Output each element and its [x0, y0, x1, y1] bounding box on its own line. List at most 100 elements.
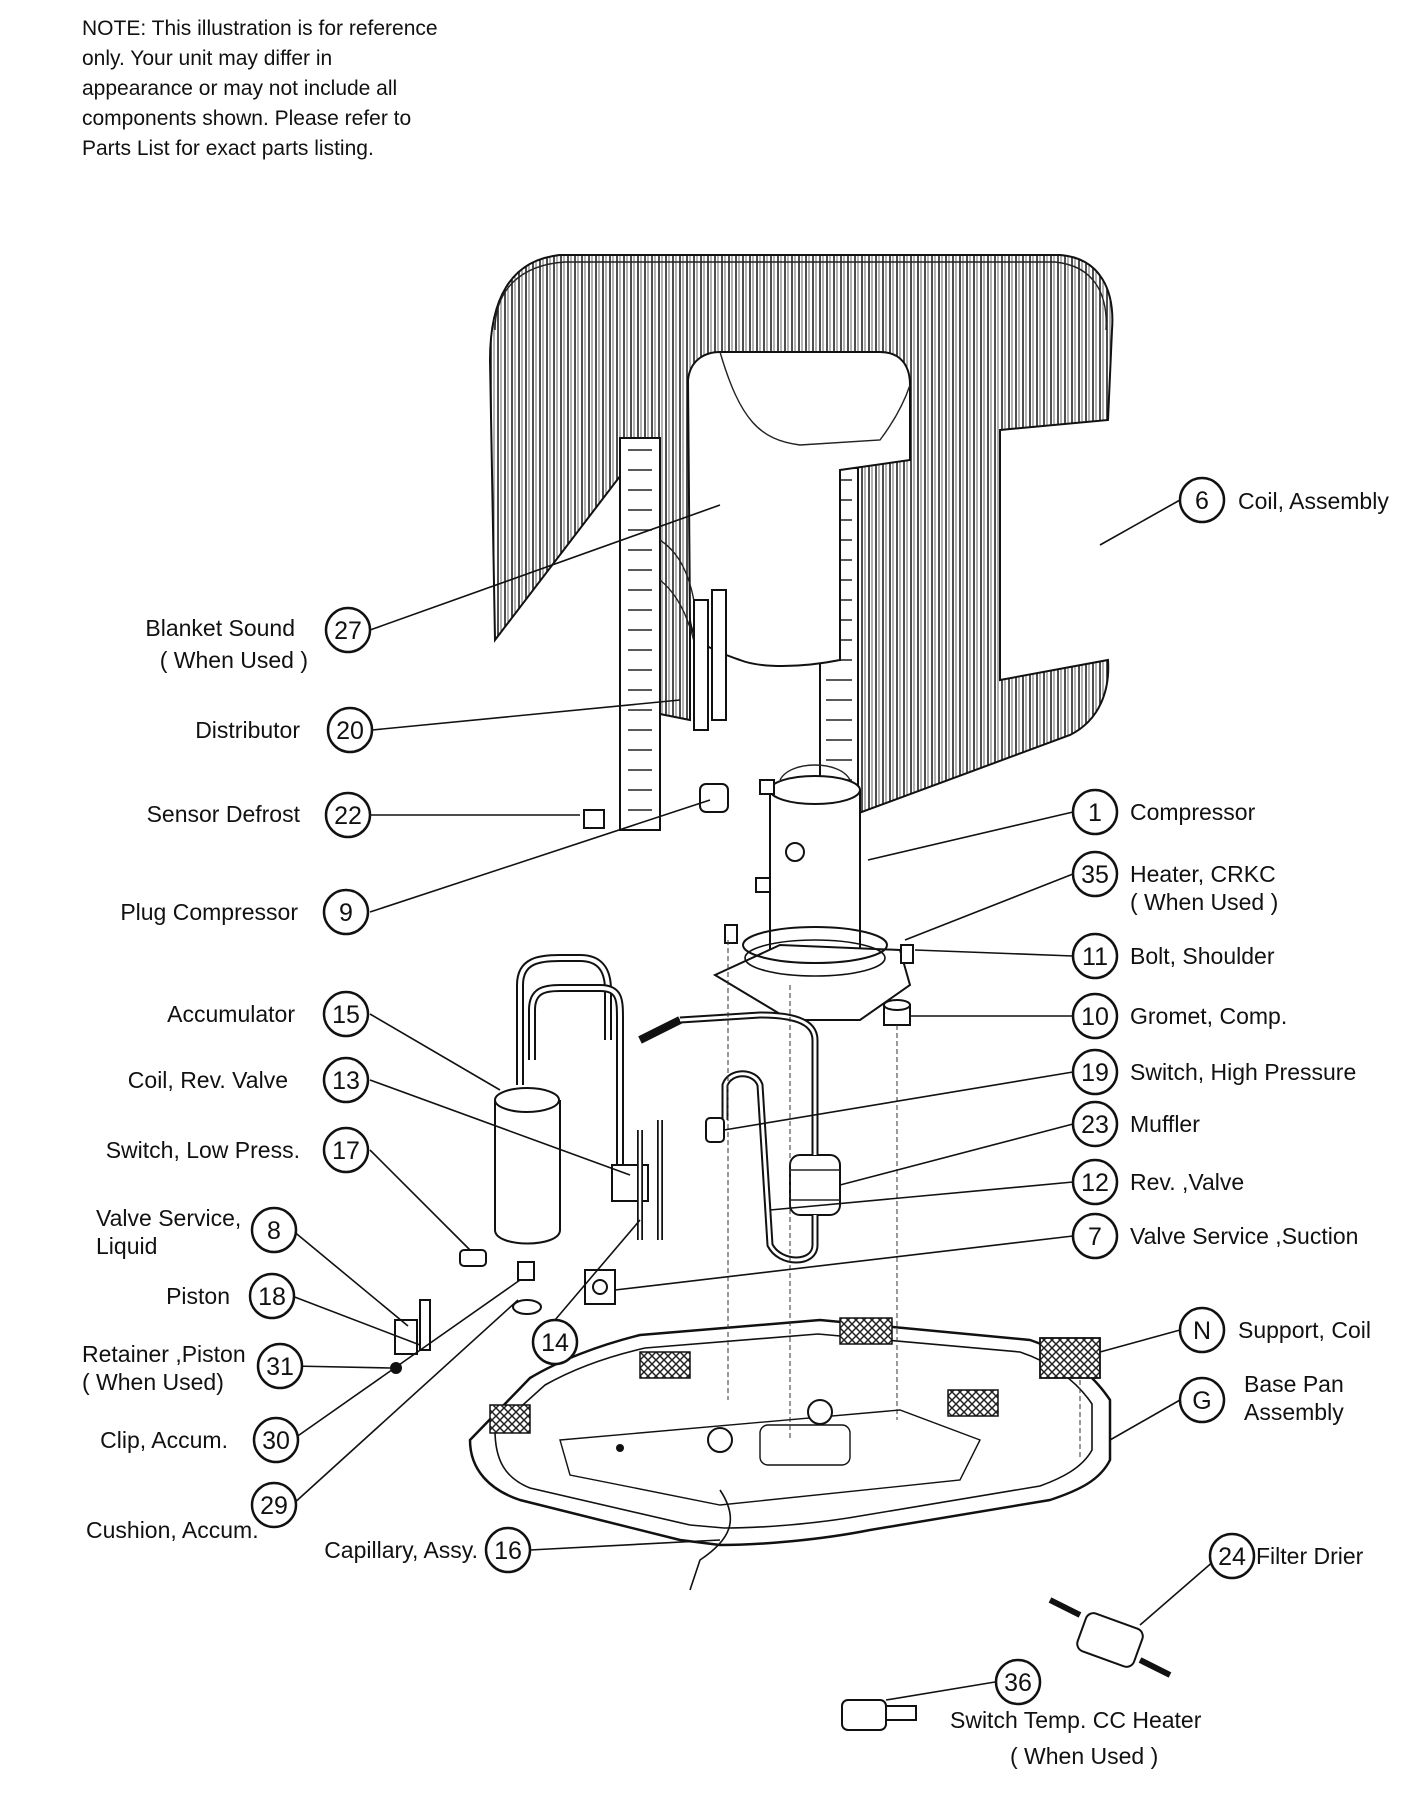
svg-text:36: 36: [1004, 1669, 1032, 1697]
svg-text:9: 9: [339, 899, 353, 927]
switch-temp-cc-heater: [841, 1699, 917, 1731]
leader-lines: [291, 499, 1216, 1701]
svg-text:Bolt, Shoulder: Bolt, Shoulder: [1130, 943, 1275, 969]
svg-text:18: 18: [258, 1283, 286, 1311]
svg-text:23: 23: [1081, 1111, 1109, 1139]
callout-18: 18 Piston: [166, 1272, 296, 1320]
svg-text:22: 22: [334, 802, 362, 830]
crankcase-heater: [742, 926, 888, 964]
svg-text:30: 30: [262, 1427, 290, 1455]
callout-27: 27 Blanket Sound ( When Used ): [145, 606, 372, 673]
svg-text:10: 10: [1081, 1003, 1109, 1031]
callout-31: 31 Retainer ,Piston ( When Used): [82, 1341, 304, 1395]
low-pressure-switch: [459, 1249, 487, 1267]
svg-text:Coil, Assembly: Coil, Assembly: [1238, 488, 1389, 514]
accumulator-cushion: [512, 1299, 542, 1315]
callout-16: 16 Capillary, Assy.: [324, 1526, 532, 1574]
callout-N: N Support, Coil: [1178, 1306, 1371, 1354]
svg-text:20: 20: [336, 717, 364, 745]
svg-text:19: 19: [1081, 1059, 1109, 1087]
svg-text:Rev. ,Valve: Rev. ,Valve: [1130, 1169, 1244, 1195]
svg-text:6: 6: [1195, 487, 1209, 515]
plug-compressor: [699, 783, 729, 813]
callout-7: 7 Valve Service ,Suction: [1071, 1212, 1358, 1260]
callout-13: 13 Coil, Rev. Valve: [128, 1056, 370, 1104]
svg-text:29: 29: [260, 1492, 288, 1520]
filter-drier: [1048, 1597, 1172, 1678]
svg-text:Support, Coil: Support, Coil: [1238, 1317, 1371, 1343]
svg-text:N: N: [1193, 1317, 1211, 1345]
callout-35: 35 Heater, CRKC ( When Used ): [1071, 850, 1278, 915]
muffler: [679, 1011, 841, 1264]
alignment-lines: [727, 940, 1081, 1460]
callout-8: 8 Valve Service, Liquid: [96, 1205, 298, 1259]
svg-text:35: 35: [1081, 861, 1109, 889]
svg-text:( When Used ): ( When Used ): [1010, 1743, 1158, 1769]
base-pan: [468, 1317, 1112, 1547]
high-pressure-switch: [705, 1117, 725, 1143]
svg-text:Clip, Accum.: Clip, Accum.: [100, 1427, 228, 1453]
callout-6: 6 Coil, Assembly: [1178, 476, 1389, 524]
svg-text:31: 31: [266, 1353, 294, 1381]
svg-text:15: 15: [332, 1001, 360, 1029]
callout-11: 11 Bolt, Shoulder: [1071, 932, 1275, 980]
svg-text:Filter Drier: Filter Drier: [1256, 1543, 1364, 1569]
svg-text:Cushion, Accum.: Cushion, Accum.: [86, 1517, 259, 1543]
capillary-assembly: [689, 1489, 732, 1591]
svg-text:1: 1: [1088, 799, 1102, 827]
disclaimer-note: NOTE: This illustration is for reference…: [82, 17, 438, 160]
reversing-valve: [611, 1016, 682, 1240]
sensor-defrost: [583, 809, 605, 829]
svg-text:Capillary, Assy.: Capillary, Assy.: [324, 1537, 478, 1563]
compressor-grommet: [883, 999, 911, 1026]
shoulder-bolts: [724, 924, 914, 964]
callout-24: 24 Filter Drier: [1208, 1532, 1364, 1580]
svg-text:Switch, High Pressure: Switch, High Pressure: [1130, 1059, 1356, 1085]
coil-support: [1039, 1337, 1101, 1379]
callout-22: 22 Sensor Defrost: [147, 791, 372, 839]
svg-text:Piston: Piston: [166, 1283, 230, 1309]
callout-17: 17 Switch, Low Press.: [106, 1126, 370, 1174]
callout-10: 10 Gromet, Comp.: [1071, 992, 1287, 1040]
callout-15: 15 Accumulator: [167, 990, 370, 1038]
svg-text:( When Used ): ( When Used ): [1130, 889, 1278, 915]
svg-text:17: 17: [332, 1137, 360, 1165]
svg-text:16: 16: [494, 1537, 522, 1565]
svg-text:Sensor Defrost: Sensor Defrost: [147, 801, 301, 827]
svg-text:7: 7: [1088, 1223, 1102, 1251]
callout-36: 36 Switch Temp. CC Heater ( When Used ): [950, 1658, 1202, 1769]
svg-text:Plug Compressor: Plug Compressor: [120, 899, 298, 925]
accumulator: [494, 954, 624, 1245]
svg-text:Compressor: Compressor: [1130, 799, 1256, 825]
svg-text:Switch Temp. CC Heater: Switch Temp. CC Heater: [950, 1707, 1202, 1733]
svg-text:13: 13: [332, 1067, 360, 1095]
callout-30: 30 Clip, Accum.: [100, 1416, 300, 1464]
service-valve-liquid: [394, 1299, 431, 1355]
svg-text:Coil, Rev. Valve: Coil, Rev. Valve: [128, 1067, 288, 1093]
callout-20: 20 Distributor: [195, 706, 374, 754]
accumulator-clip: [517, 1261, 535, 1281]
svg-text:11: 11: [1082, 943, 1108, 971]
svg-text:Muffler: Muffler: [1130, 1111, 1200, 1137]
svg-text:12: 12: [1081, 1169, 1109, 1197]
svg-text:Blanket Sound: Blanket Sound: [145, 615, 295, 641]
callout-29: 29 Cushion, Accum.: [86, 1481, 298, 1543]
svg-text:8: 8: [267, 1217, 281, 1245]
svg-text:Accumulator: Accumulator: [167, 1001, 295, 1027]
compressor: [712, 764, 912, 1021]
svg-text:Gromet, Comp.: Gromet, Comp.: [1130, 1003, 1287, 1029]
svg-text:24: 24: [1218, 1543, 1246, 1571]
svg-text:( When Used ): ( When Used ): [160, 647, 308, 673]
svg-text:Valve Service ,Suction: Valve Service ,Suction: [1130, 1223, 1358, 1249]
callout-12: 12 Rev. ,Valve: [1071, 1158, 1244, 1206]
svg-text:Base Pan: Base Pan: [1244, 1371, 1344, 1397]
svg-text:( When Used): ( When Used): [82, 1369, 224, 1395]
service-valve-suction: [584, 1269, 616, 1305]
callout-9: 9 Plug Compressor: [120, 888, 370, 936]
callout-19: 19 Switch, High Pressure: [1071, 1048, 1356, 1096]
svg-text:Retainer ,Piston: Retainer ,Piston: [82, 1341, 246, 1367]
svg-text:Liquid: Liquid: [96, 1233, 157, 1259]
svg-text:Distributor: Distributor: [195, 717, 300, 743]
callout-1: 1 Compressor: [1071, 788, 1256, 836]
